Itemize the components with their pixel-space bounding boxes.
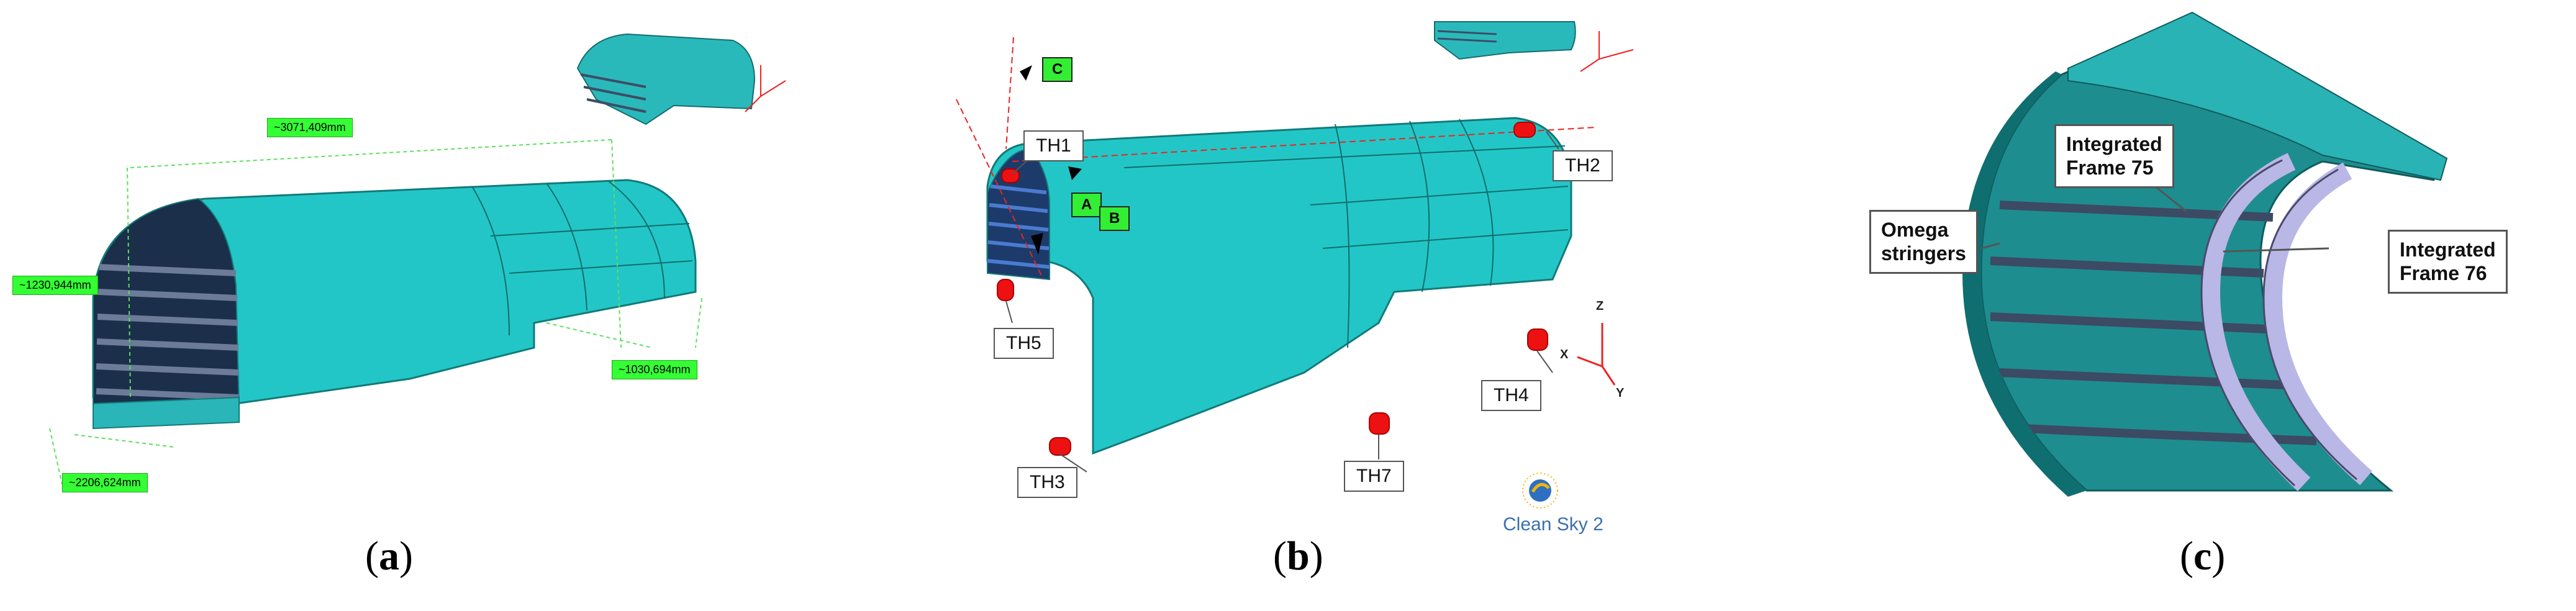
th3-marker xyxy=(1049,437,1071,456)
point-c-label: C xyxy=(1042,57,1073,82)
th4-label: TH4 xyxy=(1481,380,1541,411)
th4-marker xyxy=(1527,328,1548,351)
th1-marker xyxy=(1001,168,1020,183)
th7-marker xyxy=(1369,412,1390,435)
thumbnail-model xyxy=(1434,21,1634,72)
integrated-frame-75-label: Integrated Frame 75 xyxy=(2054,124,2174,188)
clean-sky-logo-text: Clean Sky 2 xyxy=(1503,514,1603,535)
clean-sky-logo-mark xyxy=(1522,473,1558,509)
barrel-model xyxy=(986,117,1572,455)
caption-b: (b) xyxy=(1273,533,1323,579)
caption-c: (c) xyxy=(2180,533,2226,579)
point-b-label: B xyxy=(1099,206,1130,231)
dimension-height-right-label: ~1030,694mm xyxy=(612,360,697,379)
dimension-length-label: ~3071,409mm xyxy=(267,118,353,137)
point-markers xyxy=(1020,65,1082,255)
curved-panel-model xyxy=(1962,11,2448,497)
axis-x-label: X xyxy=(1560,348,1569,361)
omega-stringers-label: Omega stringers xyxy=(1869,210,1978,274)
axis-z-label: Z xyxy=(1596,299,1604,313)
thumbnail-model xyxy=(576,33,786,125)
panel-c: Integrated Frame 75 Integrated Frame 76 … xyxy=(1776,0,2576,611)
th1-label: TH1 xyxy=(1023,130,1084,161)
tooling-hole-markers xyxy=(997,122,1548,456)
caption-a: (a) xyxy=(365,533,413,579)
panel-c-drawing xyxy=(1962,11,2448,497)
panel-a-drawing xyxy=(49,33,786,485)
th3-label: TH3 xyxy=(1017,467,1077,498)
reference-axes xyxy=(956,37,1597,280)
point-a-label: A xyxy=(1071,192,1102,217)
integrated-frame-76-label: Integrated Frame 76 xyxy=(2388,230,2508,294)
th2-marker xyxy=(1513,122,1536,138)
caption-c-letter: c xyxy=(2193,533,2212,579)
th5-label: TH5 xyxy=(994,328,1054,359)
axis-triad xyxy=(1577,323,1616,386)
dimension-width-bottom-label: ~2206,624mm xyxy=(62,473,148,492)
th5-marker xyxy=(997,279,1014,301)
axis-y-label: Y xyxy=(1616,386,1625,400)
panel-b-drawing xyxy=(956,21,1634,509)
th2-label: TH2 xyxy=(1553,150,1613,181)
caption-a-letter: a xyxy=(378,533,399,579)
panel-b: C A B TH1 TH2 TH5 TH3 TH7 TH4 Z X Y Clea… xyxy=(863,0,1720,611)
barrel-model xyxy=(92,179,697,430)
caption-b-letter: b xyxy=(1286,533,1310,579)
th7-label: TH7 xyxy=(1344,461,1404,492)
panel-a: ~3071,409mm ~1230,944mm ~1030,694mm ~220… xyxy=(0,0,801,611)
dimension-height-left-label: ~1230,944mm xyxy=(12,276,98,295)
dimension-lines xyxy=(49,139,702,485)
